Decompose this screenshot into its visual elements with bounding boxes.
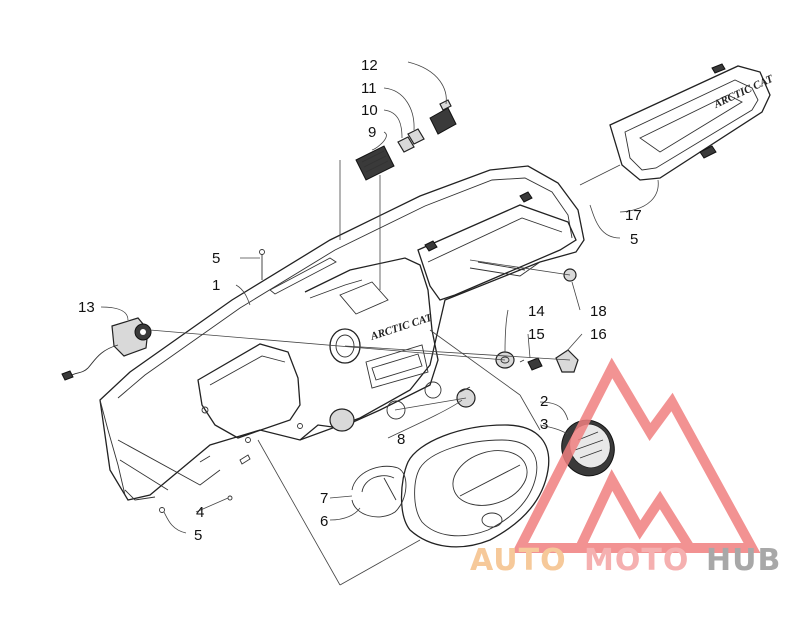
- callout-3: 3: [540, 416, 548, 433]
- callout-numbers: 12 11 10 9 5 1 13 14 15 16 18 17 5 2 3 8…: [78, 57, 642, 544]
- screws: [159, 249, 265, 513]
- switch-part-9: [355, 145, 395, 181]
- callout-leaders: [100, 61, 659, 534]
- switch-part-11: [407, 128, 425, 145]
- switch-part-10: [397, 136, 415, 153]
- bulb-part-15: [527, 357, 543, 371]
- callout-1: 1: [212, 277, 220, 294]
- watermark-triangle-icon: [511, 357, 761, 553]
- knob-part-8: [456, 386, 476, 408]
- dash-panel: [99, 165, 585, 501]
- assembly-lines: [149, 160, 621, 586]
- callout-5-top: 5: [212, 250, 220, 267]
- ring-part-7: [351, 465, 407, 518]
- callout-2: 2: [540, 393, 548, 410]
- switch-part-12: [429, 107, 457, 135]
- callout-13: 13: [78, 299, 95, 316]
- watermark-text-auto: AUTO: [470, 543, 567, 578]
- ignition-switch-part-13: [61, 317, 152, 381]
- callout-7: 7: [320, 490, 328, 507]
- callout-5-bottom: 5: [194, 527, 202, 544]
- socket-part-16: [555, 349, 579, 373]
- speedo-bezel-part-6: [400, 424, 550, 548]
- callout-17: 17: [625, 207, 642, 224]
- callout-4: 4: [196, 504, 204, 521]
- watermark: AUTO MOTO HUB: [470, 357, 781, 578]
- callout-12: 12: [361, 57, 378, 74]
- callout-18: 18: [590, 303, 607, 320]
- switch-stack: [355, 99, 457, 181]
- callout-10: 10: [361, 102, 378, 119]
- callout-8: 8: [397, 431, 405, 448]
- watermark-text-hub: HUB: [706, 543, 781, 578]
- watermark-text-moto: MOTO: [584, 543, 689, 578]
- callout-9: 9: [368, 124, 376, 141]
- callout-6: 6: [320, 513, 328, 530]
- bezel-logo-text: ARCTIC CAT: [711, 72, 776, 111]
- dash-logo: ARCTIC CAT: [368, 311, 435, 343]
- bezel-logo: ARCTIC CAT: [711, 72, 776, 111]
- callout-15: 15: [528, 326, 545, 343]
- callout-16: 16: [590, 326, 607, 343]
- trim-cover-part-17: [609, 63, 771, 181]
- callout-5-right: 5: [630, 231, 638, 248]
- callout-14: 14: [528, 303, 545, 320]
- callout-11: 11: [361, 80, 377, 97]
- dash-logo-text: ARCTIC CAT: [368, 311, 435, 343]
